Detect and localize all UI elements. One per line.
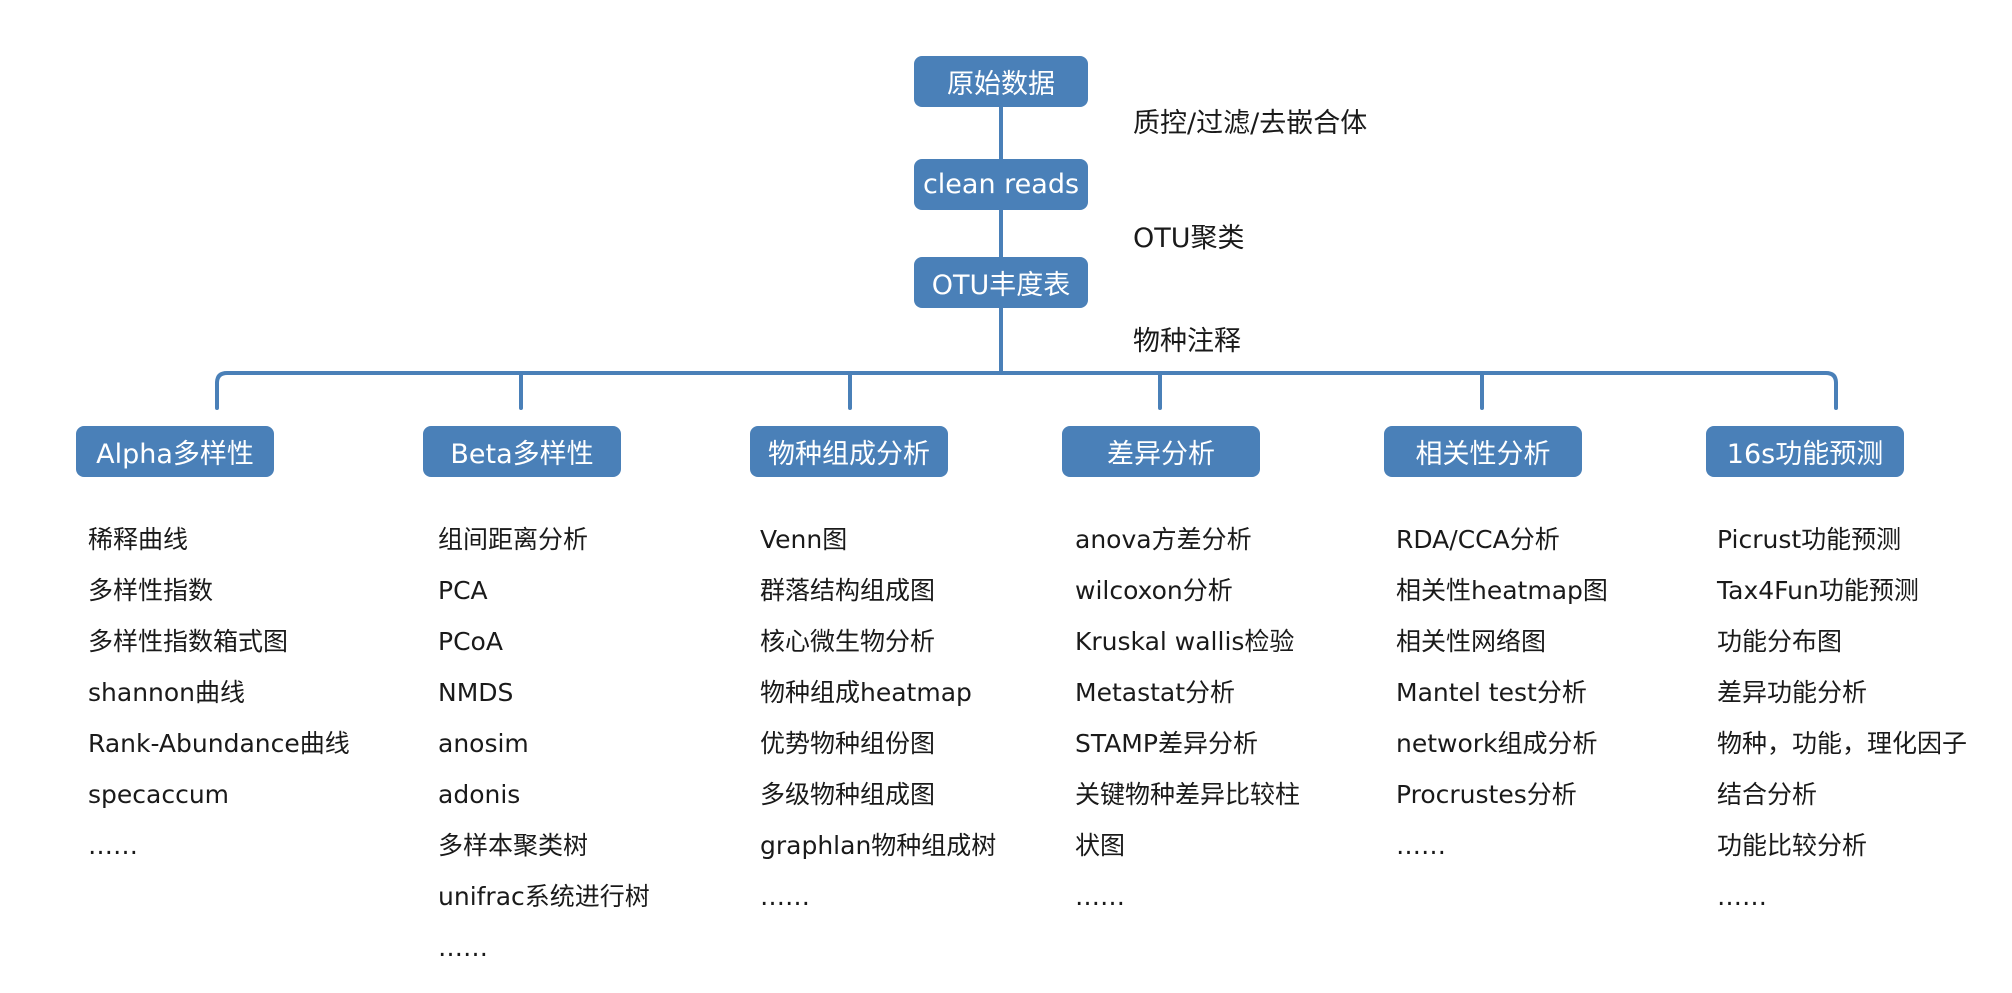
clean-reads-node: clean reads bbox=[914, 159, 1088, 210]
list-item: PCoA bbox=[438, 627, 503, 656]
otu-table-node: OTU丰度表 bbox=[914, 257, 1088, 308]
step-label-otu-clustering: OTU聚类 bbox=[1133, 223, 1245, 254]
item-list-alpha: 稀释曲线 多样性指数 多样性指数箱式图 shannon曲线 Rank-Abund… bbox=[88, 520, 350, 877]
list-item: 差异功能分析 bbox=[1717, 678, 1868, 707]
list-item: 功能比较分析 bbox=[1717, 831, 1868, 860]
list-item: 功能分布图 bbox=[1717, 627, 1843, 656]
list-item: Kruskal wallis检验 bbox=[1075, 627, 1295, 656]
list-item: 多级物种组成图 bbox=[760, 780, 936, 809]
item-list-correlation: RDA/CCA分析 相关性heatmap图 相关性网络图 Mantel test… bbox=[1396, 520, 1608, 877]
list-item: 多样性指数 bbox=[88, 576, 214, 605]
category-alpha-diversity: Alpha多样性 bbox=[76, 426, 274, 477]
category-differential-analysis: 差异分析 bbox=[1062, 426, 1260, 477]
list-item: adonis bbox=[438, 780, 521, 809]
category-16s-function-prediction: 16s功能预测 bbox=[1706, 426, 1904, 477]
list-item: …… bbox=[88, 831, 138, 860]
list-item: 多样本聚类树 bbox=[438, 831, 589, 860]
list-item: shannon曲线 bbox=[88, 678, 246, 707]
connector-bus bbox=[215, 371, 1838, 410]
list-item: …… bbox=[1075, 882, 1125, 911]
list-item: 相关性heatmap图 bbox=[1396, 576, 1608, 605]
list-item: RDA/CCA分析 bbox=[1396, 525, 1560, 554]
item-list-function-prediction: Picrust功能预测 Tax4Fun功能预测 功能分布图 差异功能分析 物种，… bbox=[1717, 520, 1967, 928]
list-item: Mantel test分析 bbox=[1396, 678, 1587, 707]
raw-data-node: 原始数据 bbox=[914, 56, 1088, 107]
list-item: graphlan物种组成树 bbox=[760, 831, 997, 860]
list-item: …… bbox=[1717, 882, 1767, 911]
item-list-differential: anova方差分析 wilcoxon分析 Kruskal wallis检验 Me… bbox=[1075, 520, 1300, 928]
list-item: network组成分析 bbox=[1396, 729, 1598, 758]
list-item: Metastat分析 bbox=[1075, 678, 1236, 707]
item-list-beta: 组间距离分析 PCA PCoA NMDS anosim adonis 多样本聚类… bbox=[438, 520, 650, 979]
list-item: PCA bbox=[438, 576, 488, 605]
category-species-composition: 物种组成分析 bbox=[750, 426, 948, 477]
category-correlation-analysis: 相关性分析 bbox=[1384, 426, 1582, 477]
list-item: 多样性指数箱式图 bbox=[88, 627, 289, 656]
list-item: 群落结构组成图 bbox=[760, 576, 936, 605]
item-list-species-composition: Venn图 群落结构组成图 核心微生物分析 物种组成heatmap 优势物种组份… bbox=[760, 520, 996, 928]
list-item: 稀释曲线 bbox=[88, 525, 189, 554]
list-item: Picrust功能预测 bbox=[1717, 525, 1902, 554]
list-item: …… bbox=[1396, 831, 1446, 860]
list-item: Tax4Fun功能预测 bbox=[1717, 576, 1919, 605]
list-item: wilcoxon分析 bbox=[1075, 576, 1233, 605]
step-label-taxonomy-annotation: 物种注释 bbox=[1133, 326, 1241, 357]
list-item: anova方差分析 bbox=[1075, 525, 1252, 554]
list-item: Venn图 bbox=[760, 525, 848, 554]
list-item: anosim bbox=[438, 729, 529, 758]
list-item: Procrustes分析 bbox=[1396, 780, 1577, 809]
category-beta-diversity: Beta多样性 bbox=[423, 426, 621, 477]
list-item: 状图 bbox=[1075, 831, 1126, 860]
list-item: …… bbox=[760, 882, 810, 911]
list-item: …… bbox=[438, 933, 488, 962]
list-item: specaccum bbox=[88, 780, 230, 809]
list-item: 关键物种差异比较柱 bbox=[1075, 780, 1301, 809]
list-item: unifrac系统进行树 bbox=[438, 882, 650, 911]
list-item: 物种组成heatmap bbox=[760, 678, 972, 707]
list-item: 核心微生物分析 bbox=[760, 627, 936, 656]
list-item: Rank-Abundance曲线 bbox=[88, 729, 350, 758]
list-item: 组间距离分析 bbox=[438, 525, 589, 554]
step-label-qc: 质控/过滤/去嵌合体 bbox=[1133, 108, 1368, 139]
list-item: 相关性网络图 bbox=[1396, 627, 1547, 656]
list-item: 优势物种组份图 bbox=[760, 729, 936, 758]
list-item: 物种，功能，理化因子 bbox=[1717, 729, 1968, 758]
list-item: 结合分析 bbox=[1717, 780, 1818, 809]
list-item: NMDS bbox=[438, 678, 514, 707]
list-item: STAMP差异分析 bbox=[1075, 729, 1258, 758]
